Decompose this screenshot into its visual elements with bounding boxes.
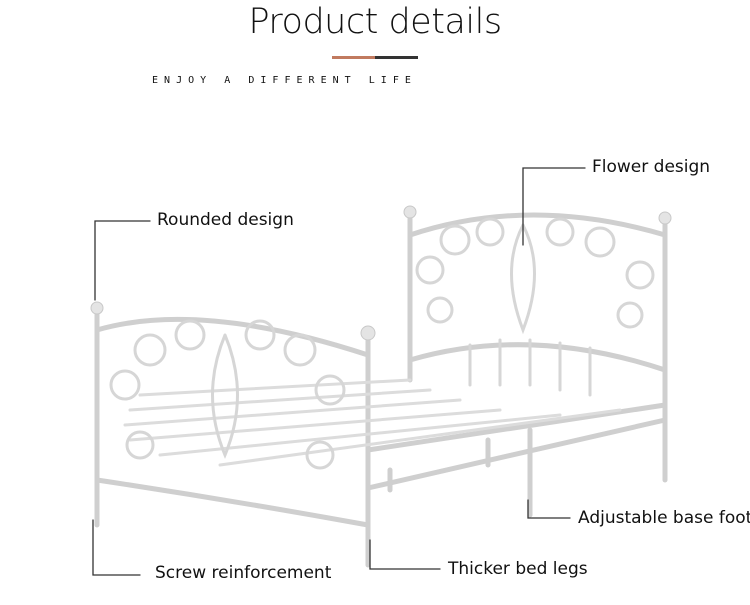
page-title: Product details	[248, 2, 502, 42]
bed-frame	[94, 212, 668, 568]
callout-lines	[92, 167, 586, 576]
accent-divider-left	[332, 56, 375, 59]
finials	[90, 205, 672, 341]
callout-rounded-design: Rounded design	[157, 210, 294, 230]
callout-thicker-bed-legs: Thicker bed legs	[448, 559, 588, 579]
accent-divider-right	[375, 56, 418, 59]
scroll-ornaments	[109, 217, 655, 470]
callout-flower-design: Flower design	[592, 157, 711, 177]
callout-screw-reinforcement: Screw reinforcement	[155, 563, 332, 583]
callout-adjustable-base-foot: Adjustable base foot	[578, 508, 750, 528]
tagline: E N J O Y A D I F F E R E N T L I F E	[152, 75, 411, 86]
